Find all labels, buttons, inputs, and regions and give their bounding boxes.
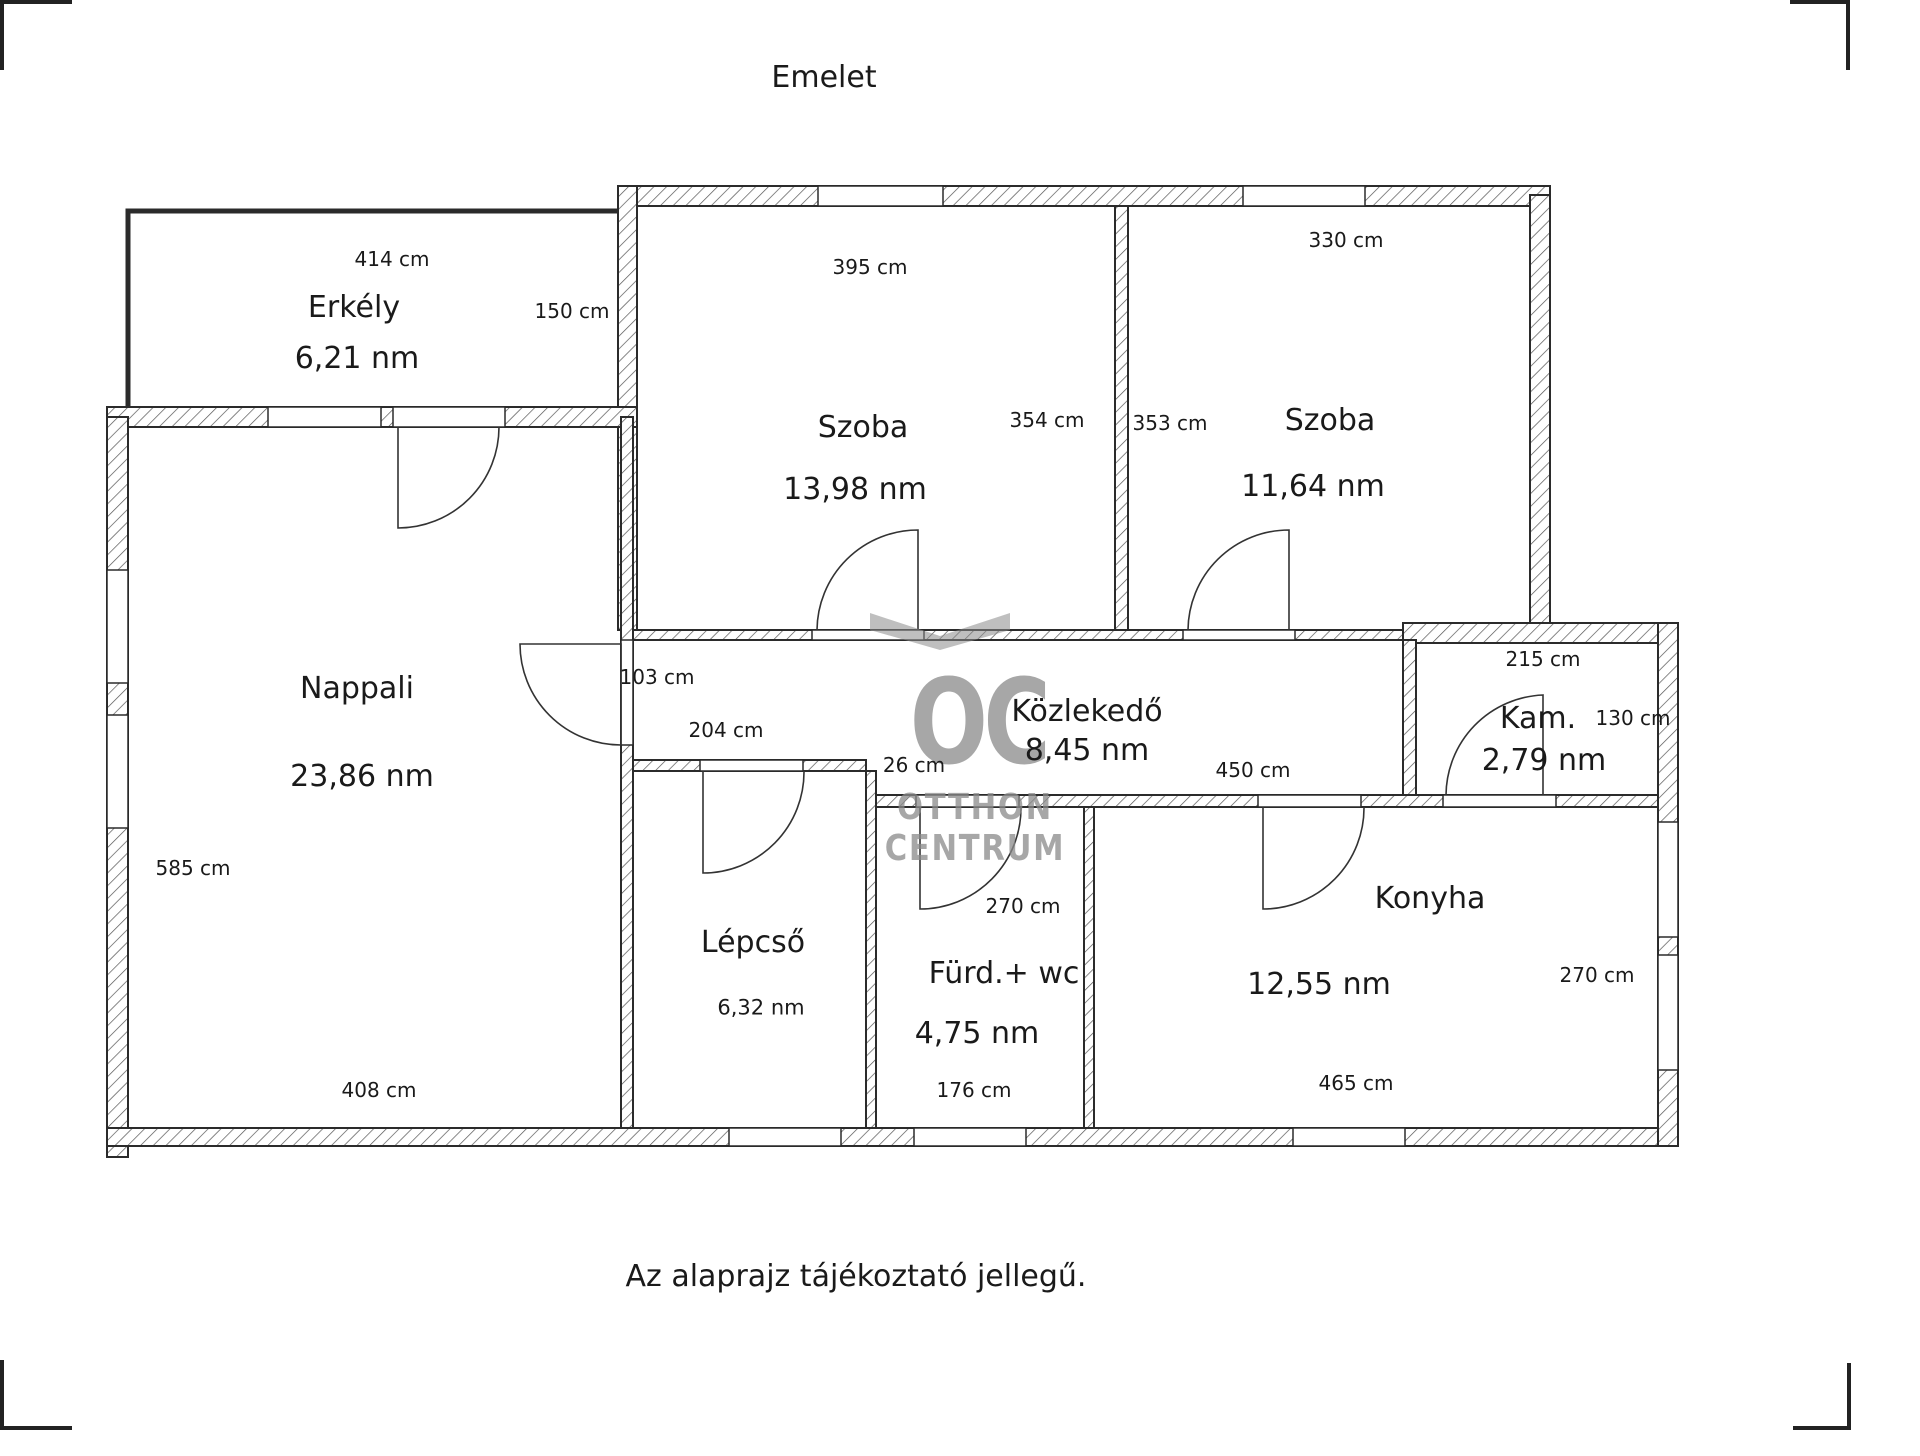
dim-nappali-width: 408 cm <box>341 1078 417 1102</box>
disclaimer-note: Az alaprajz tájékoztató jellegű. <box>625 1259 1087 1294</box>
windows <box>106 185 1679 1147</box>
watermark-logo: OC <box>909 653 1051 791</box>
dim-kozlekedo-204: 204 cm <box>688 718 764 742</box>
dim-nappali-height: 585 cm <box>155 856 231 880</box>
dim-furdo-width: 176 cm <box>936 1078 1012 1102</box>
dim-kozlekedo-450: 450 cm <box>1215 758 1291 782</box>
dim-kamra-depth: 130 cm <box>1595 706 1671 730</box>
watermark-centrum: CENTRUM <box>884 828 1066 869</box>
room-kamra-area: 2,79 nm <box>1481 743 1607 778</box>
dim-erkely-width: 414 cm <box>354 247 430 271</box>
room-szoba2-area: 11,64 nm <box>1241 469 1385 504</box>
dim-szoba2-height: 353 cm <box>1132 411 1208 435</box>
dim-kozlekedo-103: 103 cm <box>619 665 695 689</box>
crop-marks <box>0 0 1851 1430</box>
dim-kamra-width: 215 cm <box>1505 647 1581 671</box>
room-kozlekedo-area: 8,45 nm <box>1024 733 1150 768</box>
room-nappali-area: 23,86 nm <box>290 759 434 794</box>
room-lepcso-name: Lépcső <box>700 925 806 960</box>
dim-furdo-height: 270 cm <box>985 894 1061 918</box>
room-lepcso-area: 6,32 nm <box>717 995 805 1020</box>
room-szoba1-name: Szoba <box>817 410 909 445</box>
room-erkely-area: 6,21 nm <box>294 341 420 376</box>
room-konyha-name: Konyha <box>1374 881 1486 916</box>
dim-erkely-depth: 150 cm <box>534 299 610 323</box>
dim-szoba1-height: 354 cm <box>1009 408 1085 432</box>
room-kozlekedo-name: Közlekedő <box>1011 694 1163 729</box>
door-swings <box>397 426 1544 910</box>
dim-kozlekedo-26: 26 cm <box>882 753 946 777</box>
room-furdo-area: 4,75 nm <box>914 1016 1040 1051</box>
room-konyha-area: 12,55 nm <box>1247 967 1391 1002</box>
room-szoba2-name: Szoba <box>1284 403 1376 438</box>
logo-roof-icon <box>870 613 1010 650</box>
room-erkely-name: Erkély <box>307 290 401 325</box>
page-title: Emelet <box>771 60 877 95</box>
room-nappali-name: Nappali <box>300 671 414 706</box>
dim-szoba1-width: 395 cm <box>832 255 908 279</box>
balcony-outline <box>125 208 618 407</box>
room-furdo-name: Fürd.+ wc <box>928 956 1080 991</box>
room-szoba1-area: 13,98 nm <box>783 472 927 507</box>
dim-szoba2-width: 330 cm <box>1308 228 1384 252</box>
dim-konyha-width: 465 cm <box>1318 1071 1394 1095</box>
room-kamra-name: Kam. <box>1499 701 1577 736</box>
watermark-otthon: OTTHON <box>897 787 1053 828</box>
dim-konyha-height: 270 cm <box>1559 963 1635 987</box>
